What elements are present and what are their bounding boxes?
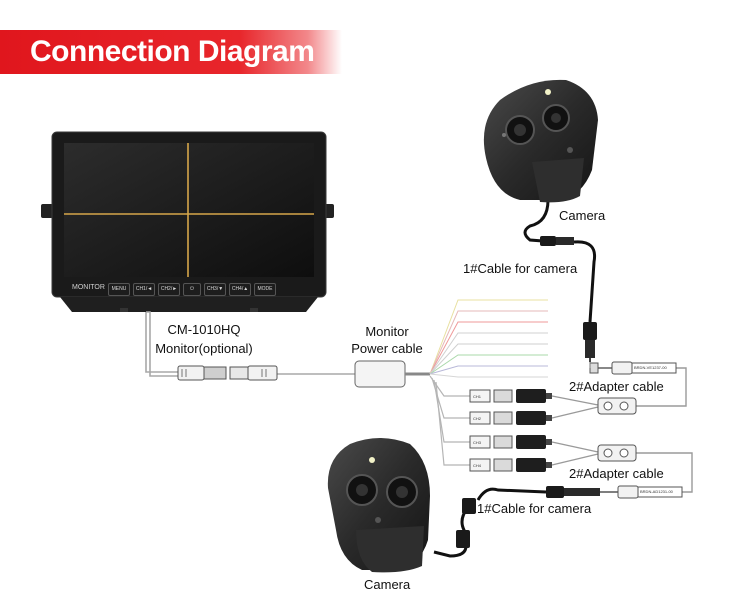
adapter-connector-bottom <box>597 444 683 499</box>
svg-text:CH2: CH2 <box>473 416 482 421</box>
adapter-label-bottom: 2#Adapter cable <box>569 466 664 481</box>
mode-button[interactable]: MODE <box>254 283 276 296</box>
camera-cable-bottom-connectors <box>456 486 600 548</box>
svg-text:CH1: CH1 <box>473 394 482 399</box>
camera-icon <box>483 79 598 203</box>
ch1-button[interactable]: CH1/◄ <box>133 283 155 296</box>
adapter-cable-top <box>551 367 687 419</box>
power-wires <box>429 299 548 378</box>
adapter-cable-bottom <box>551 441 693 493</box>
connector-tag-bottom: BRDN-AD1231-00 <box>640 489 673 494</box>
power-button[interactable]: ⏻ <box>183 283 201 296</box>
diagram-title: Connection Diagram <box>30 35 315 68</box>
channel-connectors: CH1 CH2 CH3 CH4 <box>469 389 552 472</box>
power-box-icon <box>354 360 430 388</box>
monitor-cable-connector <box>177 365 278 381</box>
cable-label-top: 1#Cable for camera <box>463 261 578 276</box>
svg-text:CH4: CH4 <box>473 463 482 468</box>
camera-label-bottom: Camera <box>364 577 411 592</box>
monitor-model-label: CM-1010HQ <box>167 322 241 337</box>
svg-text:CH3: CH3 <box>473 440 482 445</box>
ch3-button[interactable]: CH3/▼ <box>204 283 226 296</box>
power-cable-label-line2: Power cable <box>351 341 423 356</box>
camera-cable-top-connectors <box>540 236 597 368</box>
connector-tag-top: BRDN-VE1237-00 <box>634 365 667 370</box>
title-banner <box>0 30 342 74</box>
monitor-icon <box>41 131 334 312</box>
camera-label-top: Camera <box>559 208 606 223</box>
power-cable-label-line1: Monitor <box>365 324 409 339</box>
ch4-button[interactable]: CH4/▲ <box>229 283 251 296</box>
monitor-optional-label: Monitor(optional) <box>155 341 253 356</box>
adapter-label-top: 2#Adapter cable <box>569 379 664 394</box>
camera-cable-top <box>523 199 597 323</box>
monitor-cable <box>145 311 355 377</box>
adapter-connector-top <box>589 361 677 415</box>
cable-label-bottom: 1#Cable for camera <box>477 501 592 516</box>
monitor-brand: MONITOR <box>72 284 105 291</box>
channel-leads <box>429 375 470 466</box>
menu-button[interactable]: MENU <box>108 283 130 296</box>
ch2-button[interactable]: CH2/► <box>158 283 180 296</box>
camera-cable-bottom <box>433 487 547 558</box>
camera-icon <box>327 438 430 573</box>
